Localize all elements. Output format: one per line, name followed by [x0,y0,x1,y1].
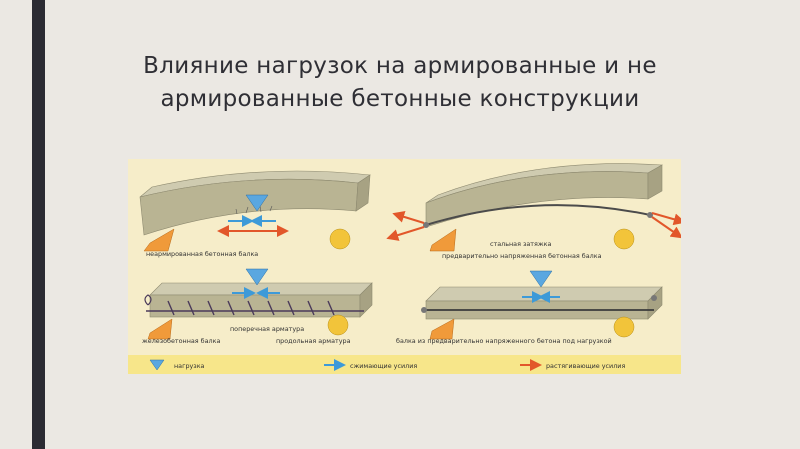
right-roller [329,228,351,250]
left-support [147,318,173,340]
prestressed-beam-front [425,171,649,228]
left-support [143,228,175,252]
load-marker [529,270,553,288]
crack-marks [235,205,273,215]
tendon-anchor [651,295,657,301]
caption-transverse-rebar: поперечная арматура [230,325,304,333]
tendon-anchor [421,307,427,313]
tension-arrow [386,226,425,241]
steel-tie [425,204,651,226]
tie-anchor [647,212,653,218]
unreinforced-beam-end [355,174,371,212]
caption-longitudinal-rebar: продольная арматура [276,337,351,345]
slide-title-line-2: армированные бетонные конструкции [160,86,640,112]
loaded-beam-end [647,286,663,320]
load-marker [245,194,269,212]
reinforced-beam-panel: поперечная арматура железобетонная балка… [142,268,373,345]
tie-anchor [423,222,429,228]
prestressed-loaded-panel: балка из предварительно напряженного бет… [396,270,663,345]
left-support [429,228,457,252]
legend-tension-label: растягивающие усилия [546,362,625,370]
legend-band [128,355,681,374]
reinforced-beam-end [359,282,373,318]
legend: нагрузка сжимающие усилия растягивающие … [128,355,681,374]
left-support [429,318,455,340]
transverse-rebar [167,300,335,316]
reinforced-beam-front [149,294,361,318]
legend-load-label: нагрузка [174,362,205,370]
slide-title: Влияние нагрузок на армированные и не ар… [60,50,740,116]
right-roller [613,316,635,338]
right-roller [613,228,635,250]
reinforced-beam-top [149,282,373,296]
prestressed-beam-panel: стальная затяжка предварительно напряжен… [386,163,681,260]
caption-steel-tie: стальная затяжка [490,240,551,248]
slide-title-line-1: Влияние нагрузок на армированные и не [143,53,657,79]
load-marker [245,268,269,286]
right-roller [327,314,349,336]
unreinforced-beam-panel: неармированная бетонная балка [139,170,371,258]
caption-prestressed-loaded: балка из предварительно напряженного бет… [396,337,612,345]
tension-arrow [651,212,681,226]
prestressed-beam-end [647,164,663,200]
tension-arrow [392,211,425,224]
beam-loading-illustration: неармированная бетонная балка стальная з… [128,159,681,374]
legend-load-icon [149,359,165,371]
rebar-hook [144,294,152,306]
legend-compression-label: сжимающие усилия [350,362,417,370]
tension-arrow [651,216,681,239]
caption-prestressed: предварительно напряженная бетонная балк… [442,252,602,260]
caption-unreinforced: неармированная бетонная балка [146,250,258,258]
caption-reinforced: железобетонная балка [142,337,220,345]
loaded-beam-top [425,286,663,302]
accent-bar [32,0,45,449]
